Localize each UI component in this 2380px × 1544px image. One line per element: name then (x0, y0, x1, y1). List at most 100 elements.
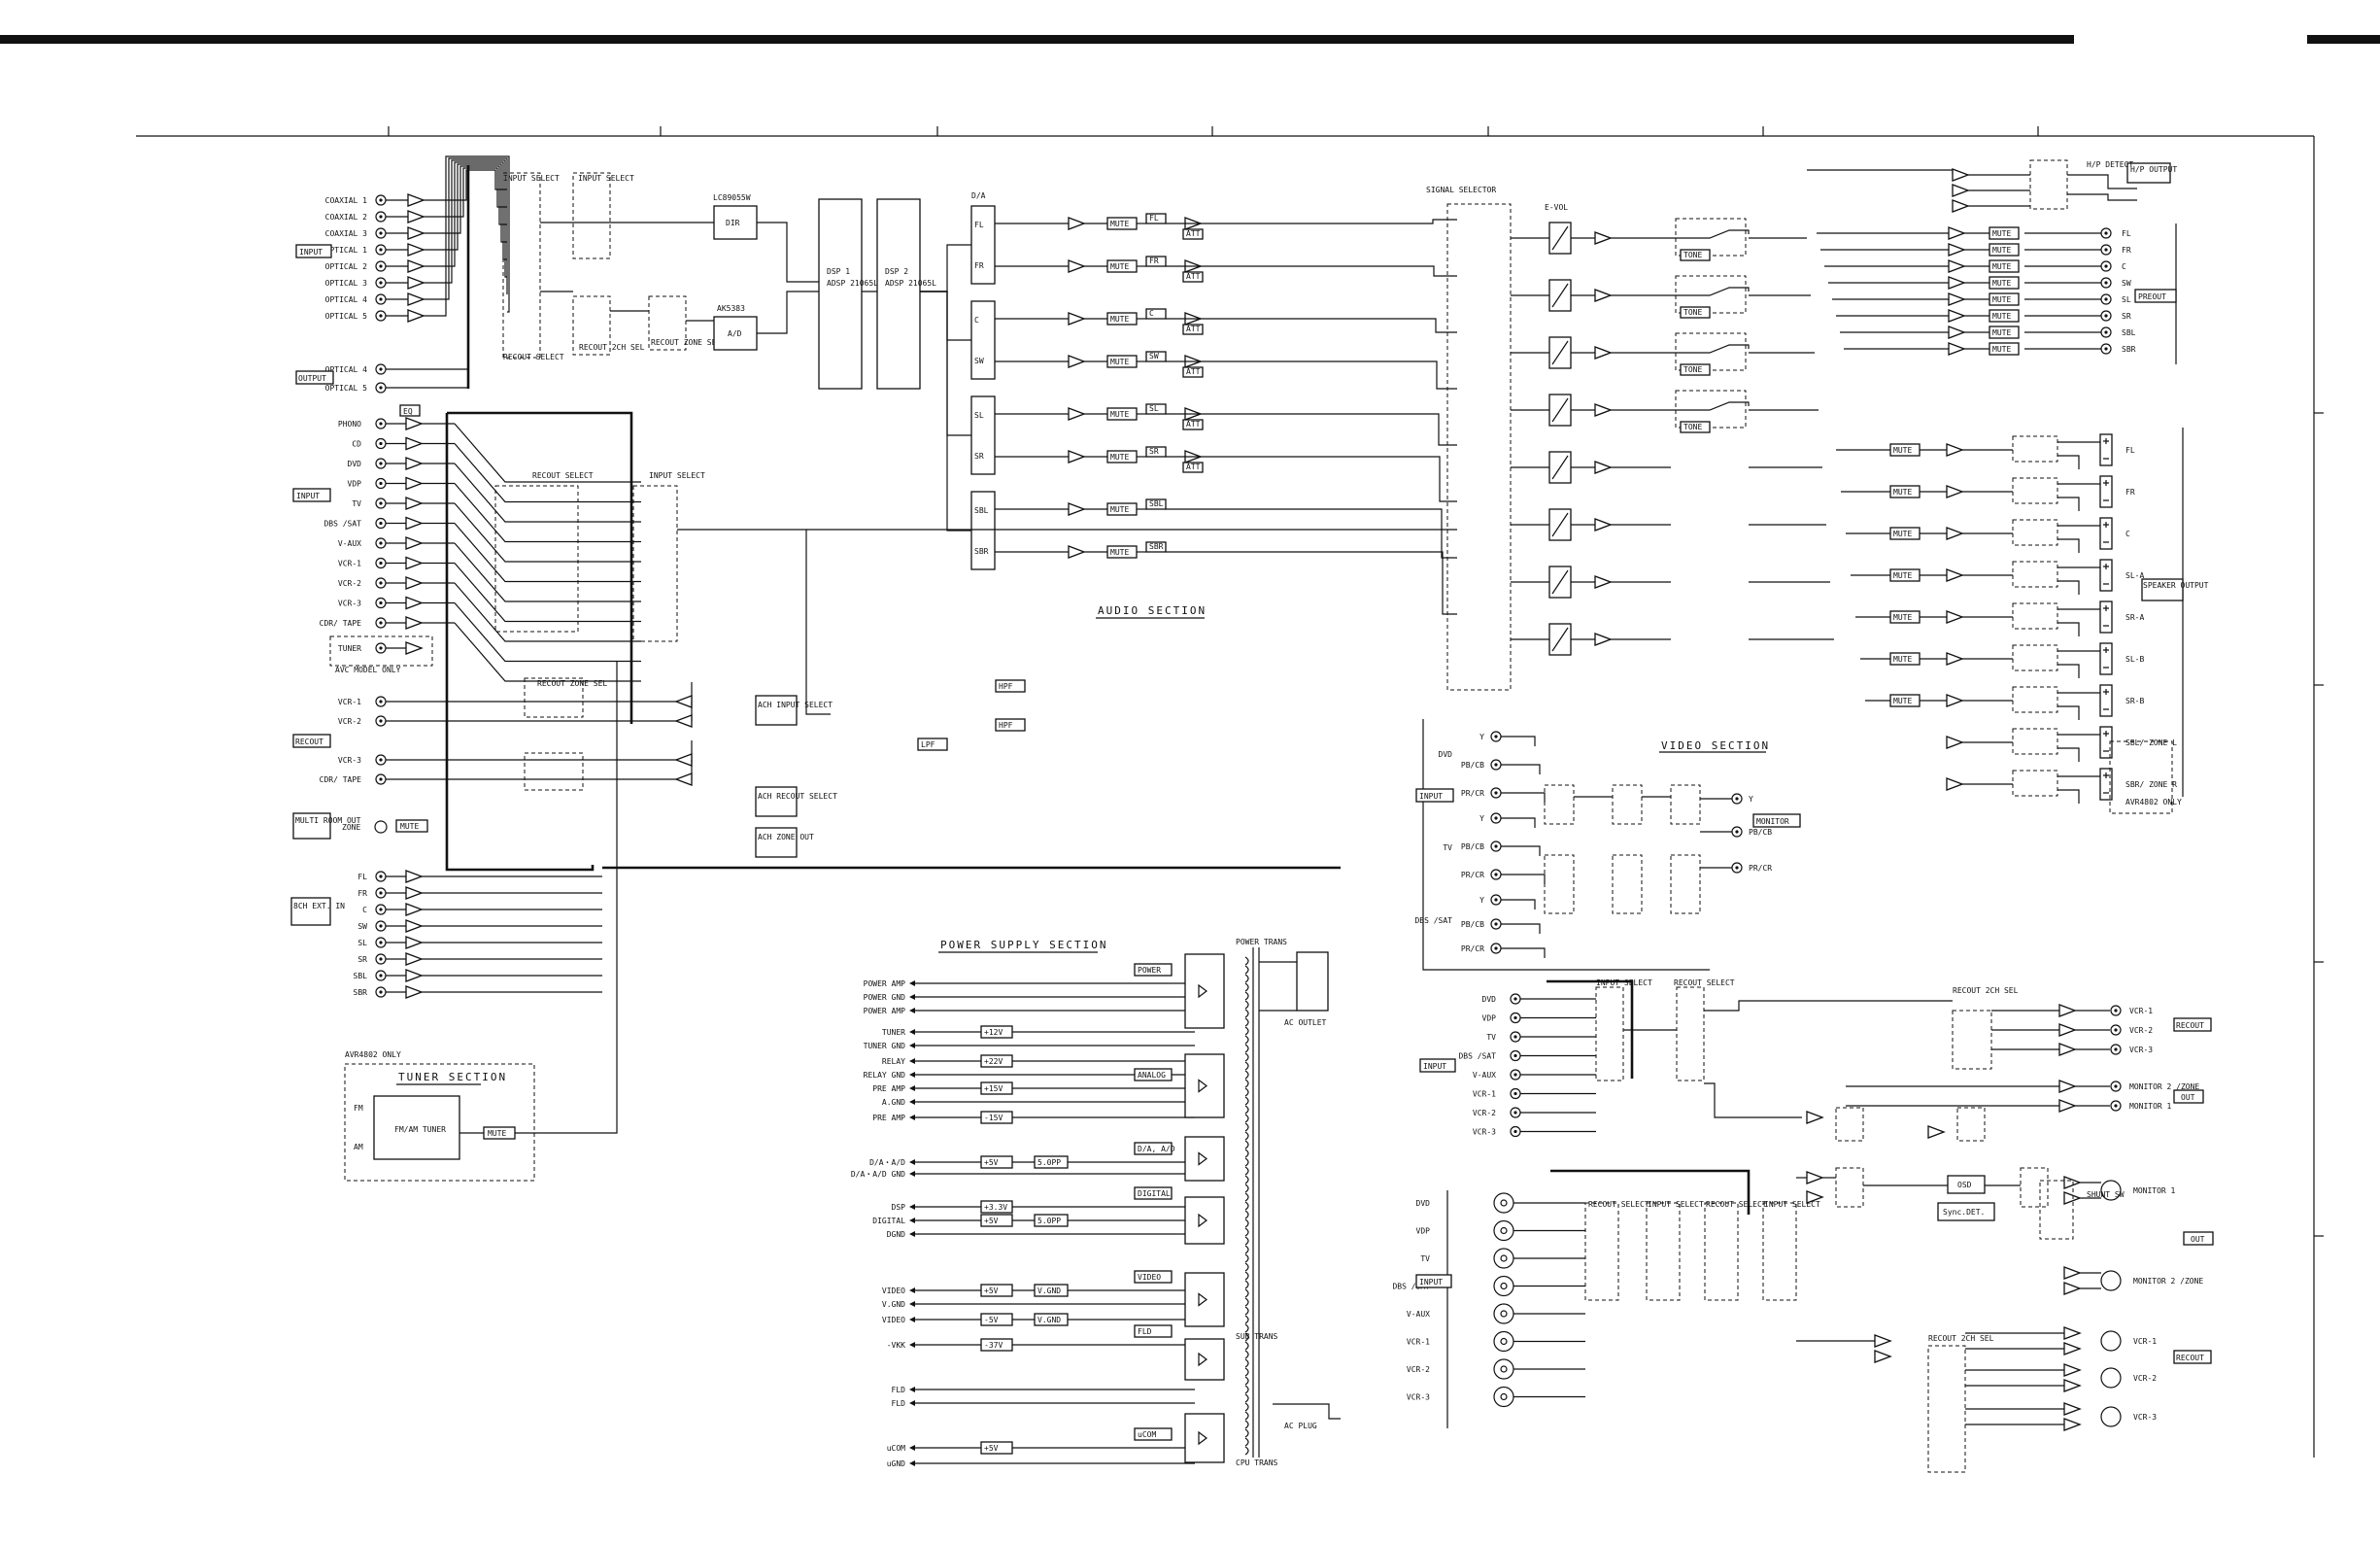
preout-channel-label: FR (2122, 246, 2131, 255)
speaker-channel-label: FL (2125, 446, 2135, 455)
power-rail-label: uCOM (887, 1444, 905, 1453)
component-group-label: TV (1443, 843, 1452, 852)
supply-tag-label: VIDEO (1138, 1273, 1161, 1282)
composite-input-label: V-AUX (1473, 1071, 1496, 1080)
preout-channel-label: SBL (2122, 328, 2136, 337)
analog-input-buffer (405, 497, 424, 510)
power-rail-label: DIGITAL (872, 1217, 905, 1225)
e-vol-buffer (1594, 575, 1613, 589)
ext-in-label: FL (357, 873, 367, 881)
digital-input-label: OPTICAL 3 (325, 279, 368, 288)
svg-text:LC89055W: LC89055W (713, 193, 751, 202)
ext-in-label: C (362, 906, 367, 914)
preout-mute-label: MUTE (1992, 279, 2011, 288)
svg-text:SIGNAL SELECTOR: SIGNAL SELECTOR (1426, 186, 1496, 194)
speaker-mute-label: MUTE (1893, 446, 1912, 455)
power-amp (1946, 568, 1964, 582)
svideo-input-label: DBS /SAT (1392, 1283, 1430, 1291)
att-block (1182, 324, 1204, 335)
power-rail-label: FLD (892, 1399, 906, 1408)
video-buffer (1806, 1111, 1824, 1124)
regulator-label: V.GND (1037, 1316, 1061, 1324)
svg-text:ACH ZONE OUT: ACH ZONE OUT (758, 833, 814, 841)
rectifier (1184, 1136, 1225, 1182)
sync-det-block (1937, 1202, 1995, 1221)
tone-block (1680, 363, 1711, 376)
svideo-buffer (2063, 1402, 2082, 1416)
tone-block (1680, 421, 1711, 433)
svideo-jack (1493, 1386, 1514, 1408)
power-rail-label: TUNER (882, 1028, 905, 1037)
mute-block-label: MUTE (1110, 453, 1129, 462)
composite-monitor-label: MONITOR 1 (2129, 1102, 2172, 1111)
component-group-label: DBS /SAT (1414, 916, 1452, 925)
digital-input-buffer (407, 193, 425, 207)
svg-text:INPUT: INPUT (1419, 1278, 1443, 1287)
svideo-jack (1493, 1275, 1514, 1297)
analog-input-label: TV (352, 499, 361, 508)
component-port-label: PR/CR (1461, 789, 1484, 798)
analog-input-label: VCR-3 (338, 600, 361, 608)
svideo-jack (1493, 1248, 1514, 1269)
tuner-input-label: TUNER (338, 644, 361, 653)
audio-section-title: AUDIO SECTION (1098, 604, 1207, 617)
regulator (1034, 1214, 1069, 1227)
da-buffer (1068, 259, 1086, 273)
svideo-jack (1493, 1192, 1514, 1214)
regulator (1034, 1284, 1069, 1297)
att-block-label: ATT (1186, 463, 1201, 471)
component-port-label: PB/CB (1461, 761, 1484, 770)
analog-input-label: VCR-1 (338, 560, 361, 568)
component-port-label: PR/CR (1461, 871, 1484, 879)
svideo-input-label: VCR-1 (1407, 1338, 1430, 1347)
rectifier (1184, 1413, 1225, 1463)
svideo-input-label: VCR-2 (1407, 1365, 1430, 1374)
composite-input-label: TV (1486, 1033, 1496, 1042)
svg-text:RECOUT SELECT: RECOUT SELECT (1674, 978, 1735, 987)
supply-tag-label: uCOM (1138, 1430, 1156, 1439)
power-section-title: POWER SUPPLY SECTION (940, 939, 1107, 951)
speaker-channel-label: SR-A (2125, 613, 2144, 622)
regulator (980, 1081, 1013, 1095)
title-bar-right (2307, 35, 2380, 44)
analog-input-label: PHONO (338, 420, 361, 429)
analog-input-buffer (405, 556, 424, 570)
speaker-channel-label: SBL/ ZONE L (2125, 738, 2177, 747)
tone-block (1680, 306, 1711, 319)
digital-input-buffer (407, 210, 425, 223)
digital-input-buffer (407, 243, 425, 257)
rectifier (1184, 1053, 1225, 1118)
composite-recout-jack (2110, 1005, 2122, 1016)
video-buffer (1927, 1125, 1946, 1139)
regulator (980, 1214, 1013, 1227)
svg-text:DSP 2: DSP 2 (885, 267, 908, 276)
da-converter (970, 395, 996, 475)
svg-text:AK5383: AK5383 (717, 304, 745, 313)
channel-tag-label: SBR (1149, 542, 1164, 551)
dsp2-block (876, 198, 921, 390)
channel-tag (1145, 403, 1167, 415)
power-amp (1946, 694, 1964, 707)
svg-text:DSP 1: DSP 1 (827, 267, 850, 276)
digital-input-label: OPTICAL 1 (325, 246, 368, 255)
preout-channel-label: SBR (2122, 345, 2136, 354)
da-channel-chain: FLFRMUTEFLATTMUTEFRATTCSWMUTECATTMUTESWA… (920, 205, 1457, 615)
channel-tag-label: SL (1149, 404, 1159, 413)
svg-text:INPUT SELECT: INPUT SELECT (1764, 1200, 1820, 1209)
recout-buffer (2058, 1023, 2077, 1037)
preout-channel-label: SW (2122, 279, 2131, 288)
preout-channel-label: SR (2122, 312, 2131, 321)
tone-block (1680, 249, 1711, 261)
channel-tag (1145, 498, 1167, 510)
power-rail-label: POWER AMP (864, 979, 906, 988)
composite-input-label: VDP (1482, 1014, 1497, 1023)
digital-input-buffer (407, 292, 425, 306)
regulator (980, 1441, 1013, 1455)
frame-ticks (388, 126, 2324, 1237)
att-block (1182, 271, 1204, 283)
ext-in-buffer (405, 886, 424, 900)
preout-channels: FLMUTEFRMUTECMUTESWMUTESLMUTESRMUTESBLMU… (1807, 168, 2177, 364)
svideo-buffer (2063, 1379, 2082, 1392)
